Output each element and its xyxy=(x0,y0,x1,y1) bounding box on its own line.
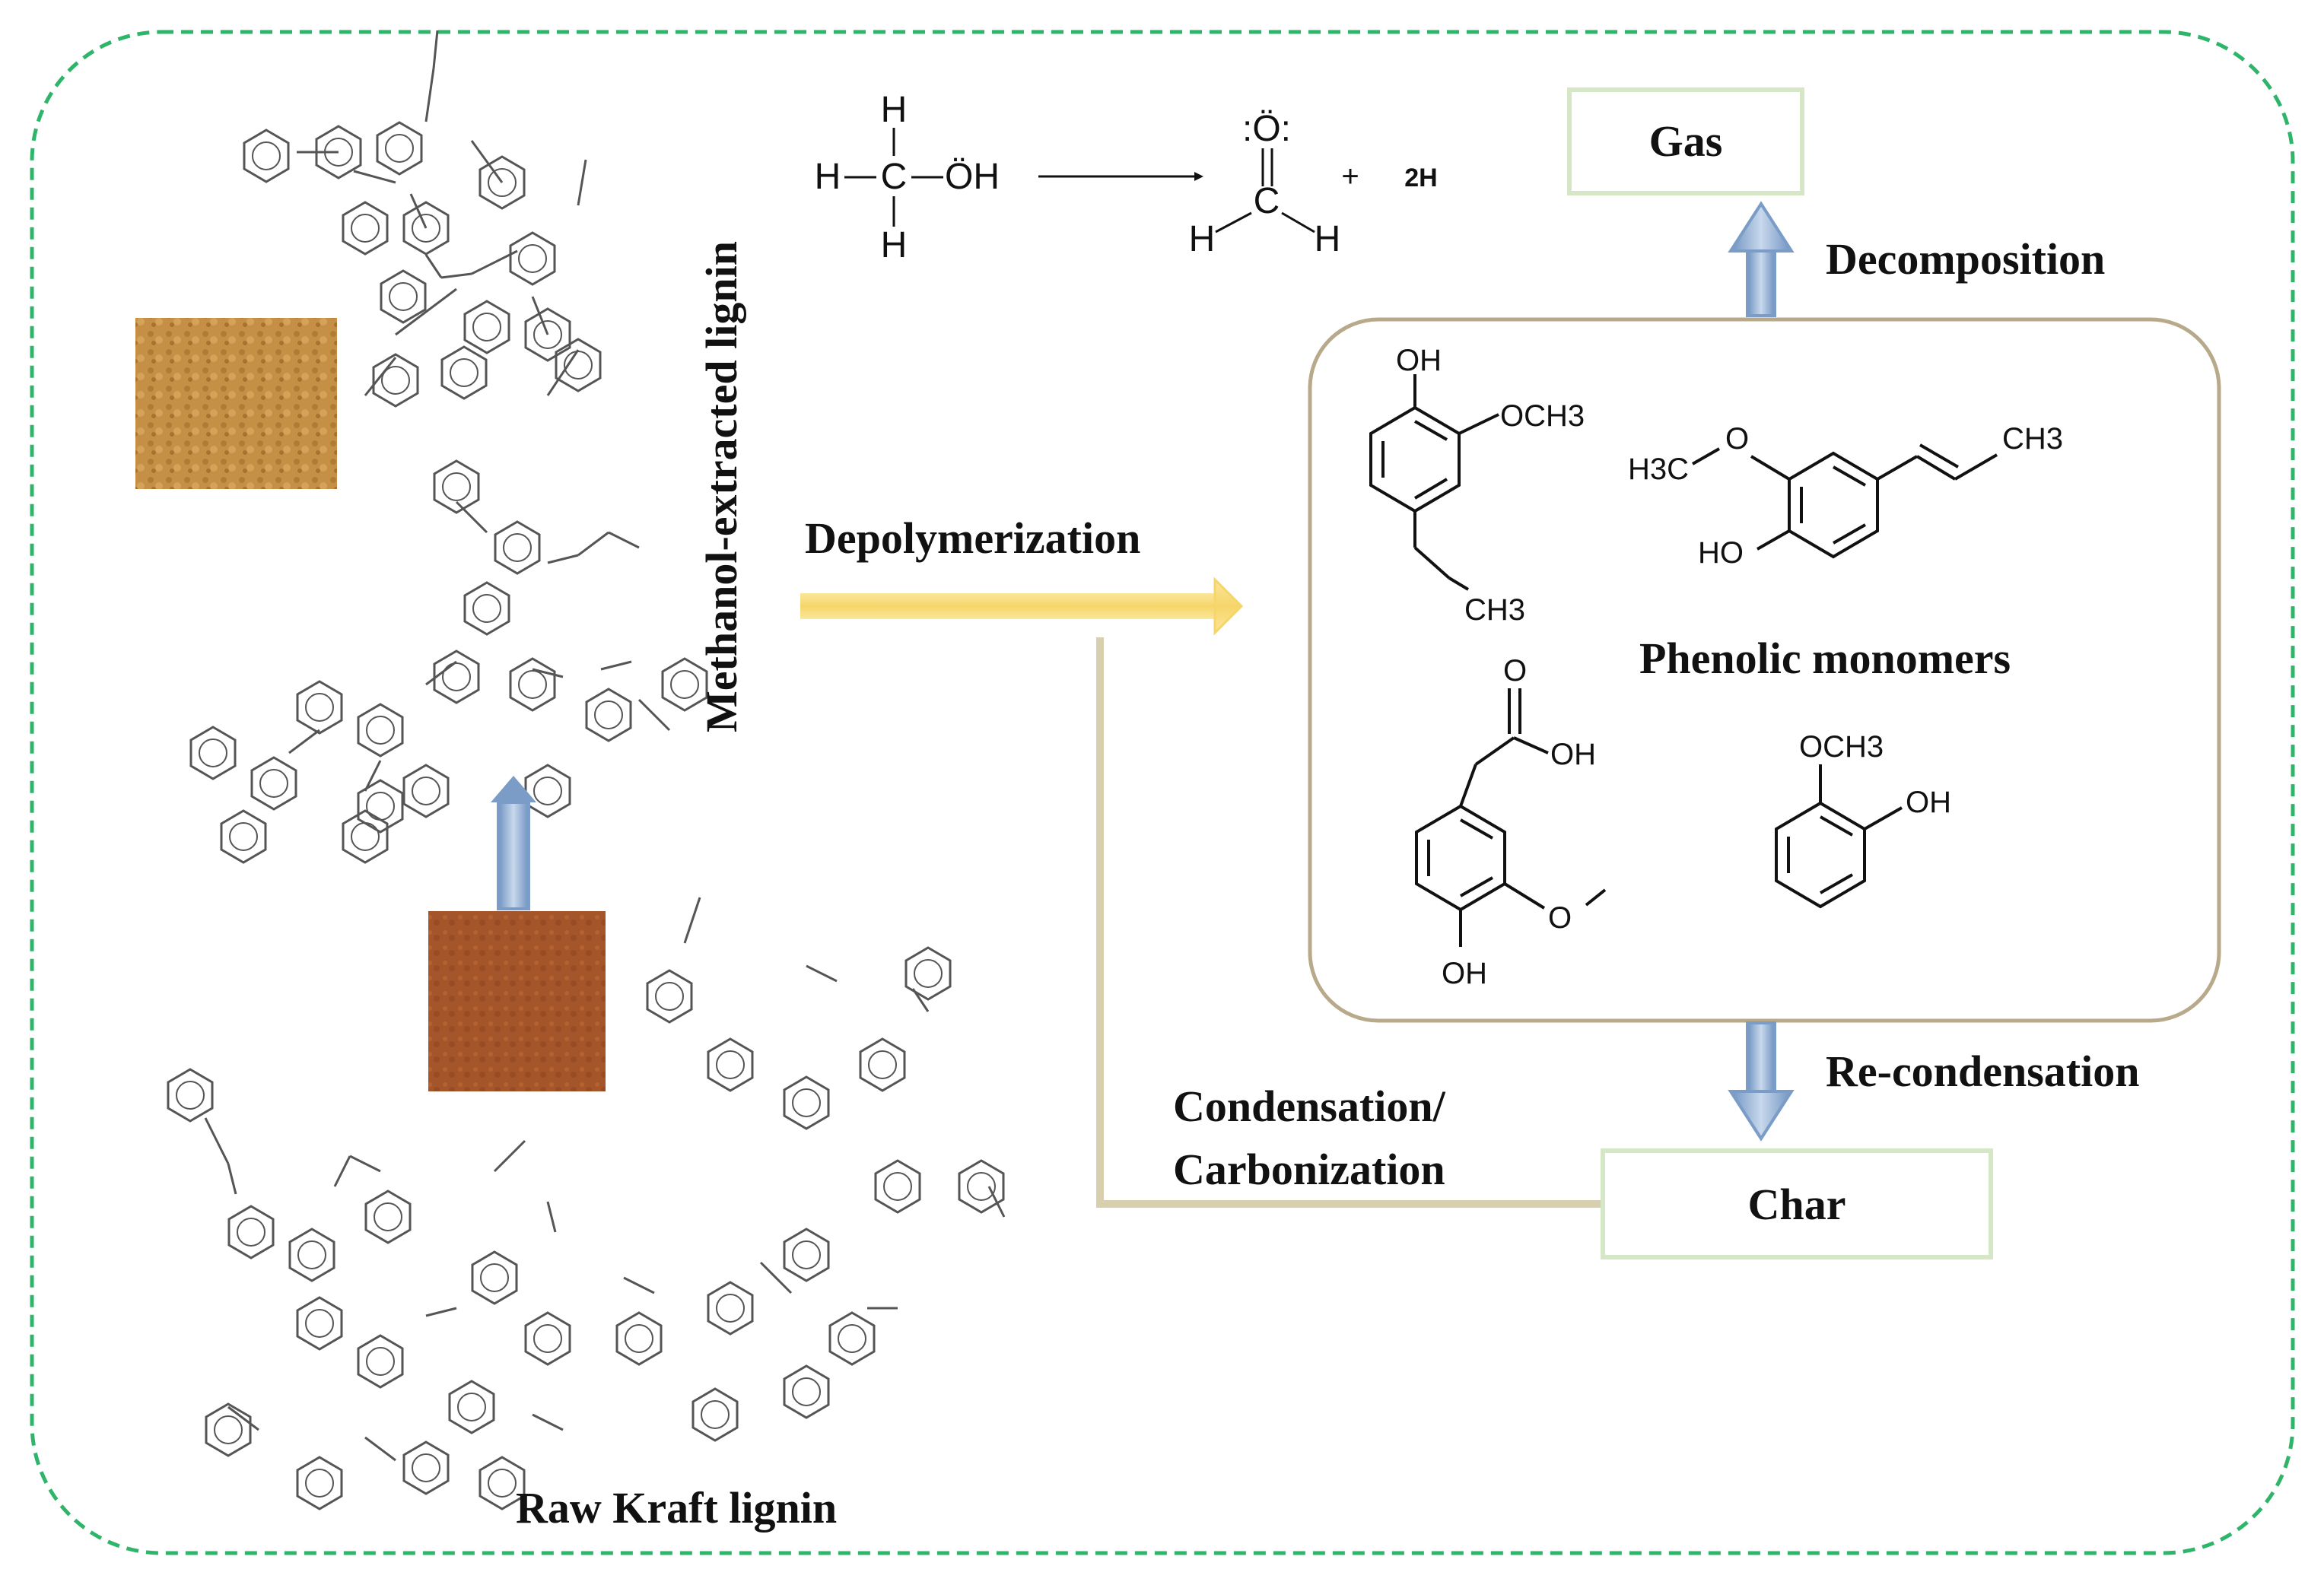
methanol-lignin-structure xyxy=(243,30,602,408)
methanol-c: C xyxy=(881,157,908,197)
isoeugenol-ch3: CH3 xyxy=(2002,422,2063,456)
gas-box xyxy=(1567,87,1804,195)
formaldehyde-c: C xyxy=(1254,181,1280,221)
methanol-h-left: H xyxy=(815,157,841,197)
kraft-lignin-powder-image xyxy=(428,911,606,1091)
ethylguaiacol-oh: OH xyxy=(1396,344,1442,377)
condensation-line xyxy=(1096,637,1601,1208)
char-box xyxy=(1601,1148,1993,1259)
ethylguaiacol-structure: OH OCH3 CH3 xyxy=(1369,344,1585,627)
formaldehyde-o: :Ö: xyxy=(1242,109,1291,149)
guaiacol-oh: OH xyxy=(1906,786,1951,819)
methanol-h-bottom: H xyxy=(881,225,908,265)
hydrogen-byproduct: 2H xyxy=(1404,164,1437,192)
methanol-reaction: H H C ÖH H :Ö: C H H + 2H xyxy=(815,90,1438,265)
kraft-lignin-structure xyxy=(167,897,1006,1510)
homovanillic-oh: OH xyxy=(1442,957,1487,990)
middle-lignin-structure xyxy=(189,459,708,864)
methanol-oh: ÖH xyxy=(945,157,1000,197)
plus-sign: + xyxy=(1341,160,1359,193)
decomposition-label: Decomposition xyxy=(1826,234,2105,284)
methanol-h-top: H xyxy=(881,90,908,130)
formaldehyde-h-left: H xyxy=(1189,219,1216,259)
isoeugenol-structure: O H3C CH3 HO xyxy=(1628,422,2063,570)
extraction-arrow xyxy=(491,776,536,910)
homovanillic-acid-oh: OH xyxy=(1550,738,1596,771)
condensation-label-line2: Carbonization xyxy=(1173,1145,1445,1194)
re-condensation-label: Re-condensation xyxy=(1826,1047,2139,1096)
ethylguaiacol-ch3: CH3 xyxy=(1464,593,1525,627)
homovanillic-ether-o: O xyxy=(1548,901,1572,935)
outer-border xyxy=(30,30,2295,1555)
depolymerization-arrow xyxy=(800,577,1244,636)
gas-label: Gas xyxy=(1649,116,1723,166)
guaiacol-och3: OCH3 xyxy=(1799,730,1884,764)
re-condensation-arrow xyxy=(1728,1021,1795,1142)
isoeugenol-h3c: H3C xyxy=(1628,453,1689,486)
raw-kraft-lignin-label: Raw Kraft lignin xyxy=(516,1483,837,1533)
methanol-extracted-lignin-label: Methanol-extracted lignin xyxy=(697,241,746,732)
depolymerization-label: Depolymerization xyxy=(805,513,1140,563)
formaldehyde-h-right: H xyxy=(1315,219,1341,259)
isoeugenol-ho: HO xyxy=(1698,536,1744,570)
guaiacol-structure: OCH3 OH xyxy=(1775,730,1951,909)
phenolic-monomers-label: Phenolic monomers xyxy=(1639,634,2011,683)
homovanillic-o: O xyxy=(1503,654,1527,688)
phenolic-monomers-box xyxy=(1308,317,2221,1023)
ethylguaiacol-och3: OCH3 xyxy=(1500,399,1585,433)
decomposition-arrow xyxy=(1728,201,1795,317)
methanol-lignin-powder-image xyxy=(135,318,337,489)
homovanillic-structure: O OH O OH xyxy=(1415,654,1607,990)
condensation-label-line1: Condensation/ xyxy=(1173,1082,1446,1131)
char-label: Char xyxy=(1748,1180,1846,1229)
isoeugenol-o: O xyxy=(1725,422,1749,456)
